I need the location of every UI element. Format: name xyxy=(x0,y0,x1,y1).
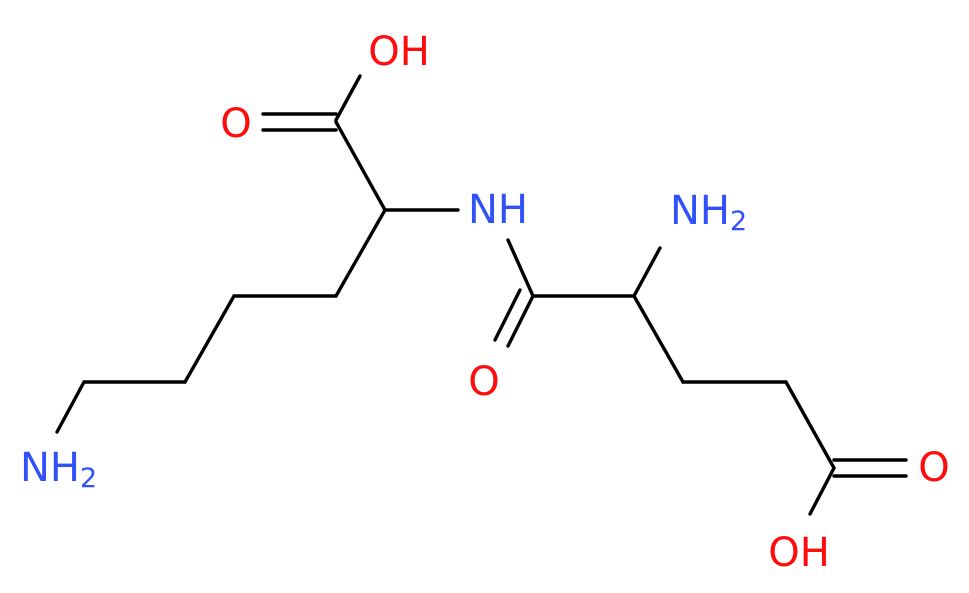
bond-glu-chain-1 xyxy=(632,294,685,384)
atom-labels: OH O NH NH2 O NH2 O OH xyxy=(20,29,950,576)
bonds xyxy=(55,74,908,516)
label-nh-amide: NH xyxy=(468,187,528,233)
bond-carbonyl-o-2 xyxy=(493,288,522,342)
label-nh2-right: NH2 xyxy=(670,188,747,237)
label-nh2-right-main: NH xyxy=(670,188,730,234)
bond-carbonyl-o-1 xyxy=(506,294,535,348)
label-nh2-left: NH2 xyxy=(20,445,97,494)
label-oh-bottom: OH xyxy=(768,530,830,576)
label-nh2-left-sub: 2 xyxy=(80,463,97,494)
bond-alpha-nh2 xyxy=(632,246,662,298)
bond-glu-chain-3 xyxy=(784,380,836,470)
label-nh2-right-sub: 2 xyxy=(730,206,747,237)
bond-alpha-chain xyxy=(334,208,387,298)
bond-carboxyl-alpha-left xyxy=(334,120,387,212)
bond-c-oh-top xyxy=(334,74,362,122)
label-o-top: O xyxy=(220,101,251,147)
bond-chain-2 xyxy=(183,294,236,384)
label-o-amide: O xyxy=(468,359,499,405)
bond-c-oh-bottom xyxy=(808,466,836,516)
label-nh2-left-main: NH xyxy=(20,445,80,491)
bond-chain-nh2 xyxy=(55,380,86,434)
label-o-right: O xyxy=(918,445,949,491)
label-oh-top: OH xyxy=(368,29,430,75)
bond-nh-carbonyl xyxy=(506,238,535,298)
